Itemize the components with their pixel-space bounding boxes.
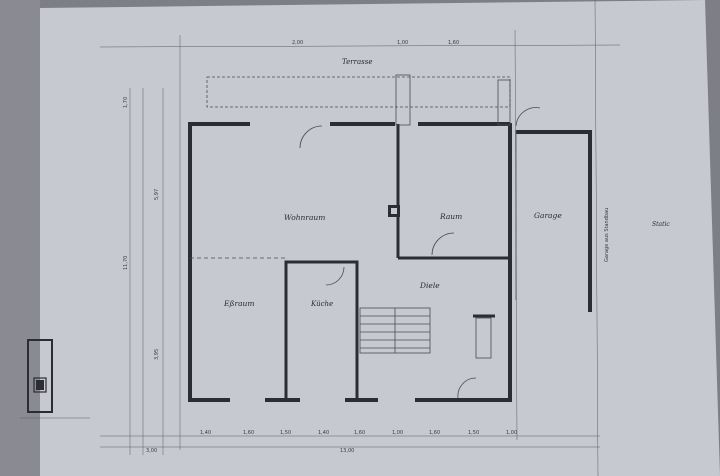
- chimney-detail-inset: [20, 339, 90, 419]
- room-label: Raum: [439, 212, 462, 221]
- bottom-dimension-row: 1,40 1,60 1,50 1,40 1,60 1,00 1,60 1,50 …: [200, 430, 517, 436]
- paper-edge: [0, 0, 40, 476]
- svg-text:1,40: 1,40: [200, 430, 211, 436]
- svg-text:1,50: 1,50: [280, 430, 291, 436]
- terrace-label: Terrasse: [342, 58, 372, 66]
- dining-room-label: Eßraum: [223, 299, 254, 308]
- paper-sheet: [20, 0, 720, 476]
- left-dimension-column: 1,70 11,70 5,97 3,95: [123, 97, 160, 360]
- svg-text:5,97: 5,97: [154, 189, 160, 200]
- chimney: [395, 74, 411, 126]
- svg-text:11,70: 11,70: [123, 256, 129, 270]
- garage-label: Garage: [534, 211, 562, 220]
- staircase: [359, 307, 431, 354]
- hall-label: Diele: [419, 281, 440, 290]
- svg-text:1,60: 1,60: [243, 430, 254, 436]
- svg-text:1,60: 1,60: [448, 40, 459, 46]
- svg-text:1,00: 1,00: [397, 40, 408, 46]
- garage-side-note: Garage aus Standbau: [604, 208, 610, 262]
- svg-text:1,40: 1,40: [318, 430, 329, 436]
- margin-line: [594, 0, 599, 476]
- outer-walls: [188, 122, 592, 402]
- svg-text:1,60: 1,60: [354, 430, 365, 436]
- door-swings: [299, 107, 541, 399]
- living-room-label: Wohnraum: [284, 213, 325, 222]
- dimension-total-width: 13,00: [340, 448, 354, 454]
- svg-text:1,70: 1,70: [123, 97, 129, 108]
- svg-text:2,00: 2,00: [292, 40, 303, 46]
- svg-text:1,00: 1,00: [392, 430, 403, 436]
- dimension-left-offset: 3,00: [146, 448, 157, 454]
- svg-text:1,50: 1,50: [468, 430, 479, 436]
- kitchen-label: Küche: [310, 300, 333, 308]
- top-dimension-row: 2,00 1,60 1,00: [292, 40, 459, 46]
- terrace-pillar: [497, 79, 511, 126]
- svg-text:1,00: 1,00: [506, 430, 517, 436]
- svg-text:1,60: 1,60: [429, 430, 440, 436]
- stamp-mark: Static: [652, 221, 670, 228]
- interior-walls: [190, 124, 510, 400]
- svg-text:3,95: 3,95: [154, 349, 160, 360]
